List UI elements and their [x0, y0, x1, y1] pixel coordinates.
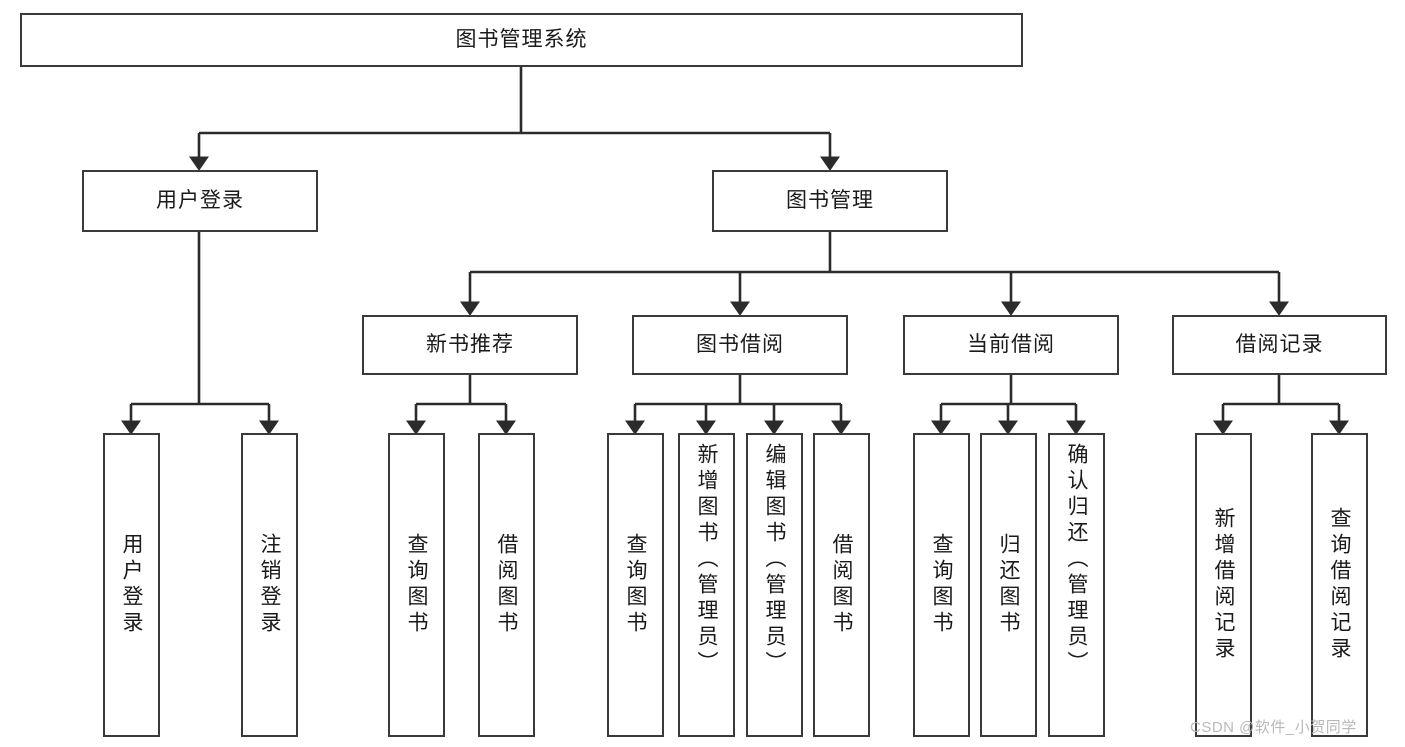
node-leaf-add-book-admin[interactable]: 新增图书（管理员） [678, 433, 735, 737]
node-leaf-query-book-3-label: 查询图书 [930, 533, 953, 637]
node-book-management[interactable]: 图书管理 [712, 170, 948, 232]
node-leaf-borrow-book-1-label: 借阅图书 [495, 533, 518, 637]
node-leaf-add-record[interactable]: 新增借阅记录 [1195, 433, 1252, 737]
node-new-book-recommend[interactable]: 新书推荐 [362, 315, 578, 375]
node-leaf-query-book-2[interactable]: 查询图书 [607, 433, 664, 737]
node-leaf-query-book-1[interactable]: 查询图书 [388, 433, 445, 737]
node-book-management-label: 图书管理 [786, 188, 874, 212]
node-leaf-confirm-return[interactable]: 确认归还（管理员） [1048, 433, 1105, 737]
node-leaf-return-book-label: 归还图书 [997, 533, 1020, 637]
node-leaf-logout-login-label: 注销登录 [258, 533, 281, 637]
node-borrow-record[interactable]: 借阅记录 [1172, 315, 1387, 375]
node-leaf-confirm-return-label: 确认归还（管理员） [1065, 443, 1088, 677]
csdn-watermark: CSDN @软件_小贺同学 [1190, 719, 1357, 736]
node-book-borrow-label: 图书借阅 [696, 332, 784, 356]
node-leaf-edit-book-admin[interactable]: 编辑图书（管理员） [746, 433, 803, 737]
node-root-book-management-system[interactable]: 图书管理系统 [20, 13, 1023, 67]
node-borrow-record-label: 借阅记录 [1235, 332, 1324, 356]
node-leaf-query-record[interactable]: 查询借阅记录 [1311, 433, 1368, 737]
node-leaf-borrow-book-2-label: 借阅图书 [830, 533, 853, 637]
node-book-borrow[interactable]: 图书借阅 [632, 315, 848, 375]
node-user-login[interactable]: 用户登录 [82, 170, 318, 232]
node-leaf-logout-login[interactable]: 注销登录 [241, 433, 298, 737]
node-new-book-recommend-label: 新书推荐 [426, 332, 514, 356]
node-leaf-add-record-label: 新增借阅记录 [1212, 507, 1235, 663]
node-leaf-borrow-book-2[interactable]: 借阅图书 [813, 433, 870, 737]
node-leaf-add-book-admin-label: 新增图书（管理员） [695, 443, 718, 677]
node-leaf-query-book-2-label: 查询图书 [624, 533, 647, 637]
node-leaf-return-book[interactable]: 归还图书 [980, 433, 1037, 737]
node-leaf-borrow-book-1[interactable]: 借阅图书 [478, 433, 535, 737]
node-leaf-query-record-label: 查询借阅记录 [1328, 507, 1351, 663]
node-leaf-user-login[interactable]: 用户登录 [103, 433, 160, 737]
node-root-label: 图书管理系统 [455, 27, 588, 51]
node-user-login-label: 用户登录 [156, 188, 244, 212]
node-leaf-user-login-label: 用户登录 [120, 533, 143, 637]
node-current-borrow[interactable]: 当前借阅 [903, 315, 1119, 375]
node-leaf-query-book-1-label: 查询图书 [405, 533, 428, 637]
node-leaf-edit-book-admin-label: 编辑图书（管理员） [763, 443, 786, 677]
node-current-borrow-label: 当前借阅 [967, 332, 1055, 356]
node-leaf-query-book-3[interactable]: 查询图书 [913, 433, 970, 737]
